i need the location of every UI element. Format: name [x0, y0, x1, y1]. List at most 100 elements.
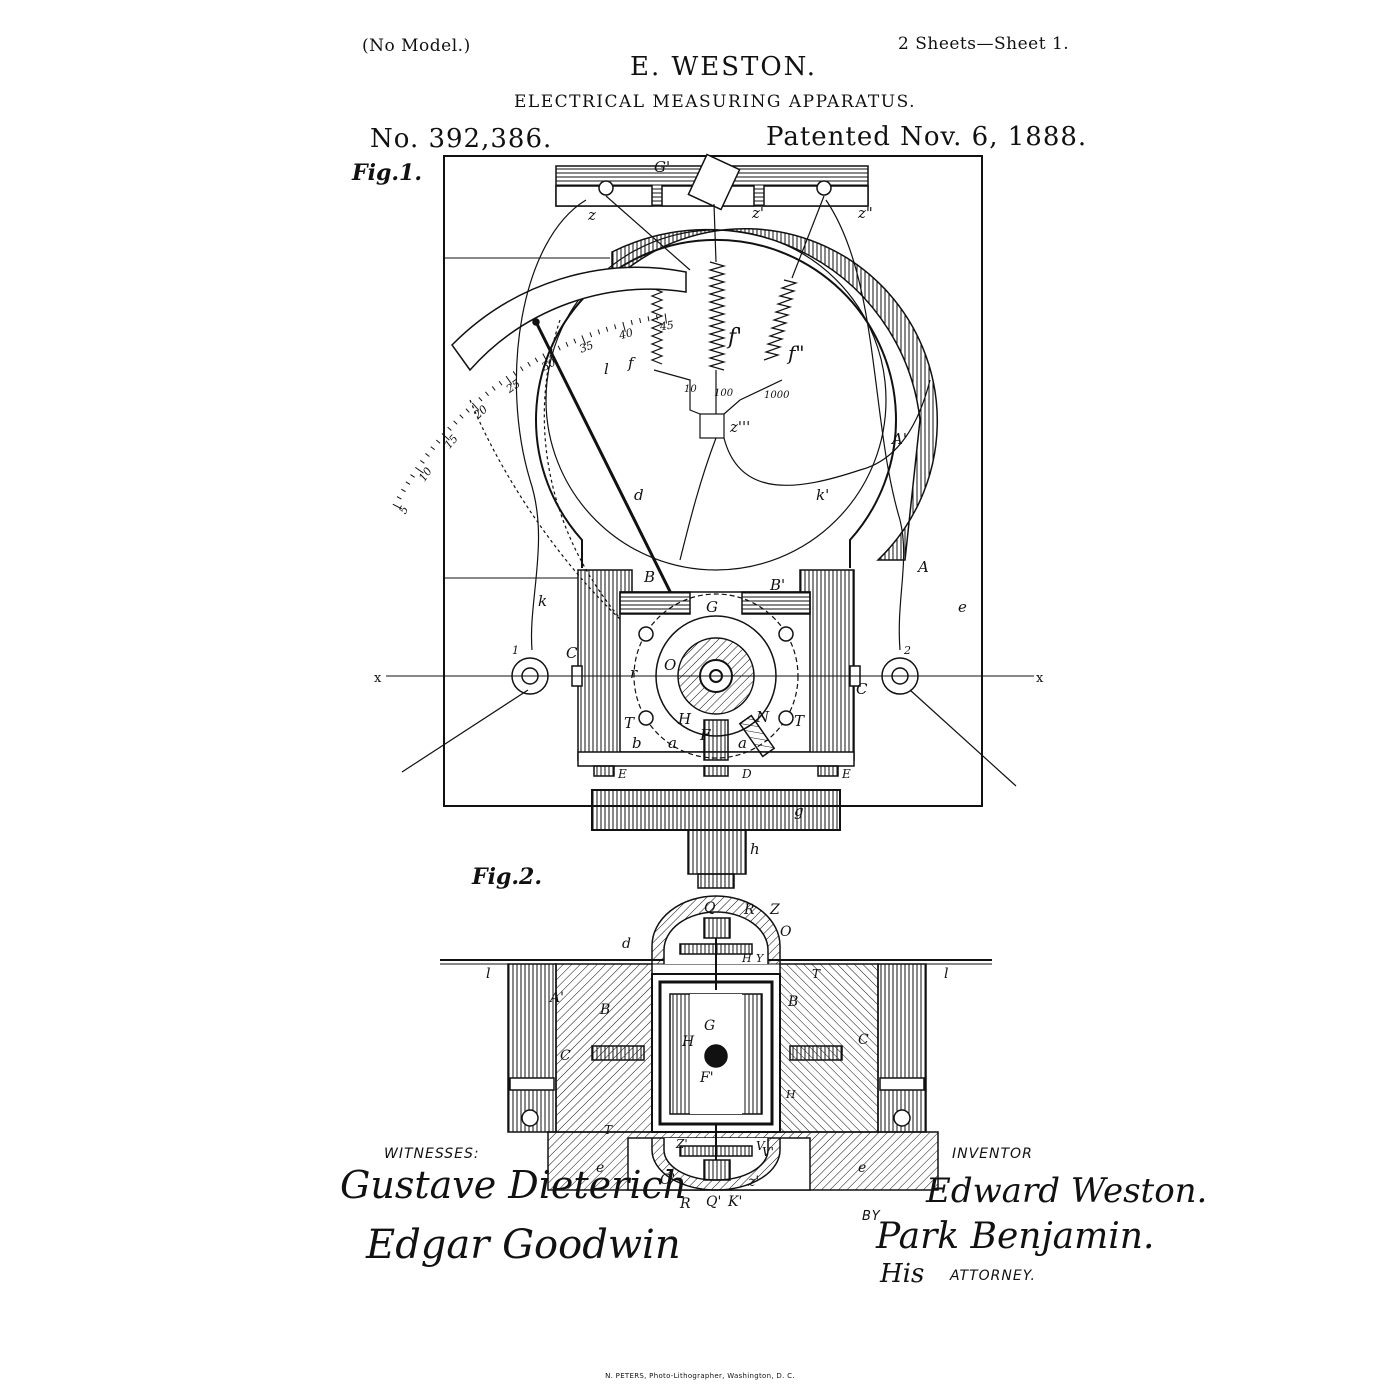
witnesses-label: WITNESSES: — [384, 1146, 480, 1162]
svg-text:Z: Z — [769, 902, 780, 918]
scale-tick-label: 10 — [416, 465, 435, 484]
resistance-bar — [555, 153, 869, 211]
svg-text:z': z' — [747, 1174, 759, 1190]
svg-text:T: T — [624, 714, 635, 732]
scale-tick — [419, 459, 425, 464]
scale-tick — [520, 366, 524, 372]
svg-text:A': A' — [548, 990, 564, 1006]
svg-text:F: F — [699, 726, 711, 744]
svg-text:Z': Z' — [675, 1137, 688, 1151]
patented-date: Patented Nov. 6, 1888. — [766, 122, 1088, 152]
svg-text:z: z — [587, 206, 596, 224]
scale-tick — [430, 446, 435, 451]
clamp-bar — [591, 789, 841, 831]
figure-1-caption: Fig.1. — [351, 160, 422, 186]
scale-tick — [498, 380, 503, 386]
scale-tick — [491, 386, 496, 391]
svg-text:l: l — [944, 966, 948, 982]
scale-tick — [465, 408, 470, 413]
wires — [401, 199, 1017, 787]
svg-text:G: G — [706, 598, 718, 616]
scale-tick — [622, 321, 626, 332]
scale-tick — [527, 361, 531, 367]
scale-tick — [656, 314, 658, 320]
svg-text:T: T — [604, 1123, 613, 1137]
svg-text:e: e — [596, 1160, 604, 1176]
figure-2-labels: Q R Z O d l l H Y T A' B B G H F' C C H … — [486, 900, 948, 1212]
attorney-label: ATTORNEY. — [949, 1268, 1036, 1284]
scale-tick — [542, 353, 548, 363]
svg-text:T: T — [794, 712, 805, 730]
by-label: BY — [862, 1209, 881, 1224]
scale-tick-label: 25 — [503, 377, 523, 396]
scale-tick — [401, 488, 406, 493]
svg-text:Q': Q' — [706, 1194, 721, 1210]
svg-text:1000: 1000 — [764, 390, 790, 401]
svg-text:N: N — [755, 708, 770, 726]
scale-tick-label: 40 — [617, 326, 635, 342]
magnet-arc — [535, 238, 897, 568]
scale-tick — [565, 341, 569, 347]
scale-tick — [630, 319, 633, 325]
scale-tick — [392, 503, 402, 510]
inventor-name-heading: E. WESTON. — [630, 52, 818, 82]
svg-text:H: H — [741, 952, 752, 965]
scale-tick — [512, 371, 517, 376]
svg-text:K': K' — [727, 1194, 742, 1210]
scale-tick — [605, 326, 609, 332]
svg-text:10: 10 — [684, 384, 697, 395]
scale-tick — [435, 439, 441, 444]
svg-text:z": z" — [857, 204, 873, 222]
magnet-column-left — [507, 963, 557, 1133]
svg-text:r: r — [630, 664, 638, 682]
scale-tick — [534, 357, 539, 363]
svg-text:e: e — [858, 1160, 866, 1176]
svg-text:l: l — [486, 966, 490, 982]
movement-housing — [571, 569, 861, 777]
scale-tick — [447, 426, 452, 431]
svg-text:B: B — [787, 994, 798, 1010]
svg-text:k': k' — [816, 486, 829, 504]
scale-tick — [471, 402, 480, 411]
scale-tick — [405, 481, 411, 485]
svg-text:e: e — [958, 598, 967, 616]
svg-text:z': z' — [751, 204, 764, 222]
svg-text:H: H — [785, 1088, 796, 1101]
range-labels: 10 100 1000 — [684, 384, 790, 401]
svg-text:A': A' — [890, 430, 907, 448]
svg-text:R: R — [743, 902, 755, 918]
sheet-count: 2 Sheets—Sheet 1. — [898, 34, 1070, 54]
svg-text:A: A — [916, 558, 929, 576]
svg-text:O: O — [780, 924, 792, 940]
figure-2: Fig.2. — [440, 864, 992, 1212]
svg-text:k: k — [538, 592, 547, 610]
scale-tick — [597, 329, 601, 335]
scale-tick — [459, 414, 464, 419]
scale-tick — [441, 433, 450, 441]
scale-tick — [478, 396, 483, 402]
svg-text:B: B — [643, 568, 655, 586]
svg-text:a: a — [738, 734, 747, 752]
signature-block: WITNESSES: Gustave Dieterich Edgar Goodw… — [340, 1146, 1207, 1289]
scale-tick — [614, 324, 617, 330]
scale-tick — [573, 338, 577, 344]
svg-text:H: H — [681, 1034, 695, 1050]
scale-tick — [453, 420, 458, 425]
svg-text:x: x — [374, 671, 382, 686]
witness-1-signature: Gustave Dieterich — [340, 1163, 687, 1207]
scale-tick — [557, 345, 561, 351]
svg-text:x: x — [1036, 671, 1044, 686]
svg-text:C: C — [856, 680, 868, 698]
svg-text:d: d — [634, 486, 644, 504]
svg-text:D: D — [741, 767, 752, 781]
svg-text:f": f" — [786, 341, 805, 365]
svg-text:2: 2 — [903, 644, 911, 657]
svg-text:Q: Q — [704, 900, 716, 916]
scale-tick — [410, 474, 415, 478]
his-label: His — [879, 1259, 924, 1289]
scale-tick — [664, 313, 667, 324]
svg-text:G: G — [704, 1018, 715, 1034]
printer-imprint: N. PETERS, Photo-Lithographer, Washingto… — [605, 1372, 795, 1380]
scale-tick — [396, 496, 402, 500]
